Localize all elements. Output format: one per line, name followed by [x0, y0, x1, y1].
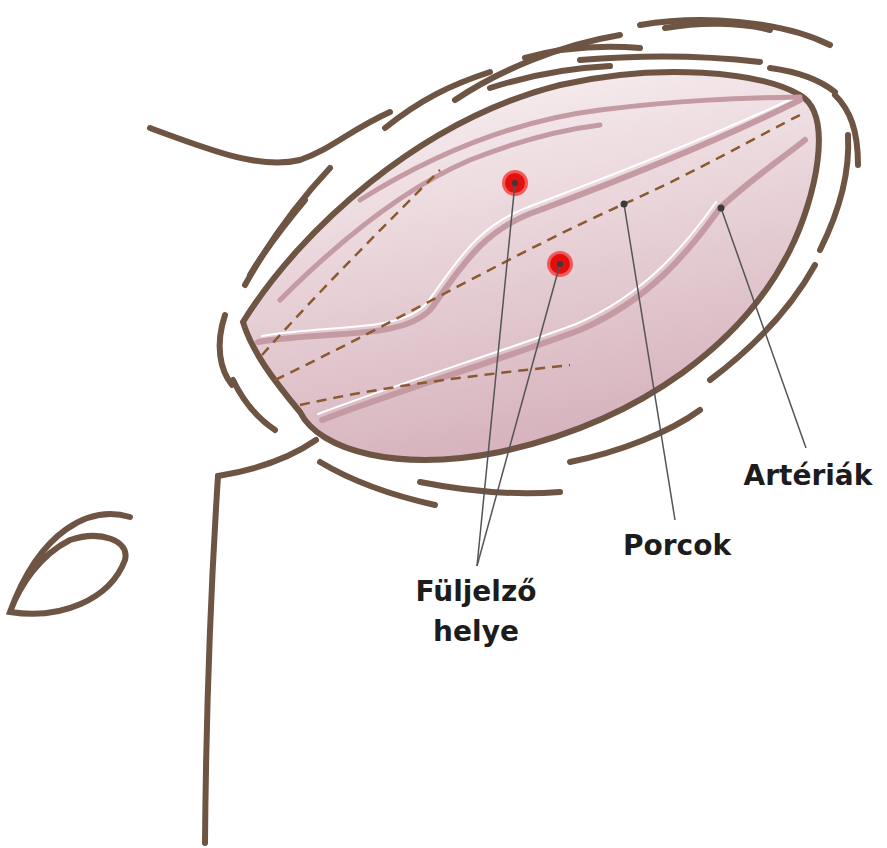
- part-label: Porcok: [623, 526, 731, 566]
- cartilage-lines: [262, 115, 800, 405]
- ear-tag-spots: [502, 170, 573, 277]
- artery-lines: [258, 96, 805, 420]
- leader-dots: [512, 180, 725, 267]
- part-label: Füljelző helye: [391, 572, 561, 652]
- ear-outline: [243, 72, 819, 460]
- fur-outline: [220, 20, 858, 505]
- part-label: Artériák: [744, 456, 873, 496]
- leader-lines: [477, 183, 806, 566]
